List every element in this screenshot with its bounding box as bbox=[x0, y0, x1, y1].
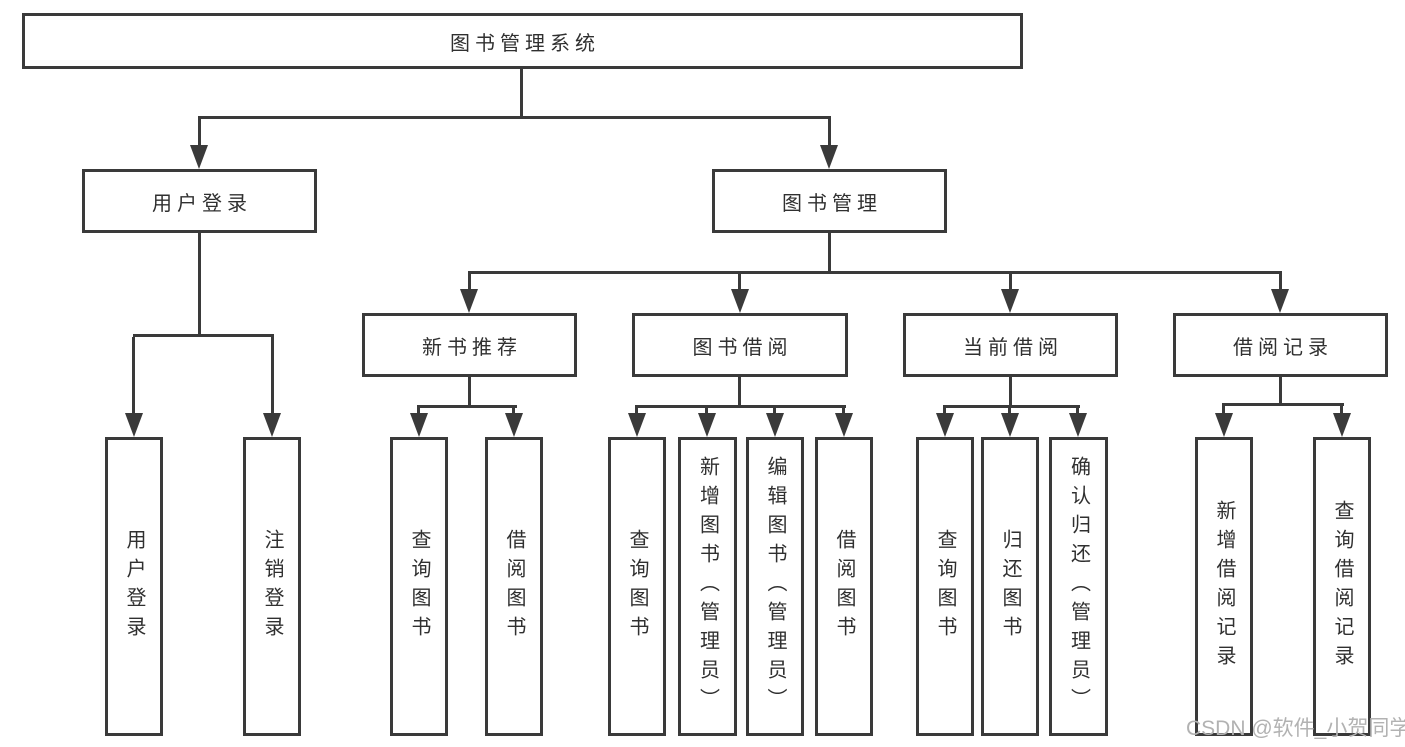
connector-line bbox=[520, 69, 523, 119]
connector-line bbox=[512, 407, 515, 416]
connector-line bbox=[1008, 407, 1011, 416]
node-current-borrow-label: 当前借阅 bbox=[963, 336, 1063, 359]
leaf-add-borrow-record: 新增借阅记录 bbox=[1195, 437, 1253, 736]
leaf-logout-label: 注销登录 bbox=[261, 528, 283, 645]
arrowhead bbox=[1069, 413, 1087, 437]
connector-line bbox=[635, 405, 846, 408]
leaf-logout: 注销登录 bbox=[243, 437, 301, 736]
connector-line bbox=[1222, 403, 1344, 406]
arrowhead bbox=[1271, 289, 1289, 313]
connector-line bbox=[1009, 273, 1012, 291]
connector-line bbox=[1279, 377, 1282, 405]
leaf-user-login: 用户登录 bbox=[105, 437, 163, 736]
leaf-borrow-books: 借阅图书 bbox=[815, 437, 873, 736]
leaf-user-login-label: 用户登录 bbox=[123, 528, 145, 645]
connector-line bbox=[468, 271, 1282, 274]
node-book-borrow-label: 图书借阅 bbox=[692, 336, 793, 359]
arrowhead bbox=[698, 413, 716, 437]
connector-line bbox=[271, 337, 274, 415]
connector-line bbox=[1076, 407, 1079, 416]
connector-line bbox=[1222, 405, 1225, 415]
node-book-borrow: 图书借阅 bbox=[632, 313, 848, 377]
connector-line bbox=[1340, 405, 1343, 415]
arrowhead bbox=[410, 413, 428, 437]
arrowhead bbox=[125, 413, 143, 437]
leaf-query-books-borrow: 查询图书 bbox=[608, 437, 666, 736]
leaf-query-borrow-record-label: 查询借阅记录 bbox=[1331, 499, 1353, 674]
leaf-confirm-return-admin-label: 确认归还（管理员） bbox=[1067, 456, 1090, 717]
arrowhead bbox=[835, 413, 853, 437]
connector-line bbox=[468, 377, 471, 407]
leaf-edit-books-admin-label: 编辑图书（管理员） bbox=[764, 456, 786, 717]
node-user-login-label: 用户登录 bbox=[152, 192, 252, 215]
connector-line bbox=[738, 273, 741, 291]
leaf-query-books-borrow-label: 查询图书 bbox=[626, 528, 648, 645]
leaf-add-books-admin: 新增图书（管理员） bbox=[678, 437, 737, 736]
leaf-query-books-recommend-label: 查询图书 bbox=[408, 528, 430, 645]
leaf-confirm-return-admin: 确认归还（管理员） bbox=[1049, 437, 1108, 736]
node-new-book-recommend: 新书推荐 bbox=[362, 313, 577, 377]
node-borrow-records-label: 借阅记录 bbox=[1233, 336, 1333, 359]
leaf-query-books-recommend: 查询图书 bbox=[390, 437, 448, 736]
arrowhead bbox=[263, 413, 281, 437]
arrowhead bbox=[936, 413, 954, 437]
node-new-book-recommend-label: 新书推荐 bbox=[422, 336, 522, 359]
arrowhead bbox=[1333, 413, 1351, 437]
leaf-borrow-books-recommend-label: 借阅图书 bbox=[503, 528, 525, 645]
node-borrow-records: 借阅记录 bbox=[1173, 313, 1388, 377]
arrowhead bbox=[190, 145, 208, 169]
connector-line bbox=[132, 337, 135, 415]
connector-line bbox=[198, 233, 201, 337]
leaf-add-borrow-record-label: 新增借阅记录 bbox=[1213, 499, 1235, 674]
arrowhead bbox=[628, 413, 646, 437]
connector-line bbox=[828, 233, 831, 274]
arrowhead bbox=[1001, 413, 1019, 437]
node-root-label: 图书管理系统 bbox=[450, 32, 600, 55]
leaf-borrow-books-label: 借阅图书 bbox=[833, 528, 855, 645]
node-root: 图书管理系统 bbox=[22, 13, 1023, 69]
leaf-query-books-current-label: 查询图书 bbox=[934, 528, 956, 645]
arrowhead bbox=[460, 289, 478, 313]
connector-line bbox=[943, 407, 946, 416]
node-book-management: 图书管理 bbox=[712, 169, 947, 233]
connector-line bbox=[417, 407, 420, 416]
arrowhead bbox=[820, 145, 838, 169]
csdn-watermark: CSDN @软件_小贺同学 bbox=[1186, 717, 1405, 740]
leaf-return-books-label: 归还图书 bbox=[999, 528, 1021, 645]
connector-line bbox=[468, 273, 471, 291]
connector-line bbox=[198, 116, 831, 119]
leaf-return-books: 归还图书 bbox=[981, 437, 1039, 736]
node-current-borrow: 当前借阅 bbox=[903, 313, 1118, 377]
connector-line bbox=[133, 334, 274, 337]
connector-line bbox=[943, 405, 1080, 408]
connector-line bbox=[738, 377, 741, 407]
leaf-edit-books-admin: 编辑图书（管理员） bbox=[746, 437, 804, 736]
node-user-login: 用户登录 bbox=[82, 169, 317, 233]
leaf-add-books-admin-label: 新增图书（管理员） bbox=[696, 456, 719, 717]
connector-line bbox=[828, 119, 831, 147]
connector-line bbox=[842, 407, 845, 416]
arrowhead bbox=[731, 289, 749, 313]
node-book-management-label: 图书管理 bbox=[782, 192, 882, 215]
connector-line bbox=[417, 405, 517, 408]
connector-line bbox=[705, 407, 708, 416]
leaf-query-borrow-record: 查询借阅记录 bbox=[1313, 437, 1371, 736]
connector-line bbox=[198, 119, 201, 147]
connector-line bbox=[773, 407, 776, 416]
arrowhead bbox=[1215, 413, 1233, 437]
leaf-query-books-current: 查询图书 bbox=[916, 437, 974, 736]
connector-line bbox=[1009, 377, 1012, 407]
connector-line bbox=[635, 407, 638, 416]
connector-line bbox=[1279, 273, 1282, 291]
arrowhead bbox=[505, 413, 523, 437]
arrowhead bbox=[1001, 289, 1019, 313]
leaf-borrow-books-recommend: 借阅图书 bbox=[485, 437, 543, 736]
arrowhead bbox=[766, 413, 784, 437]
